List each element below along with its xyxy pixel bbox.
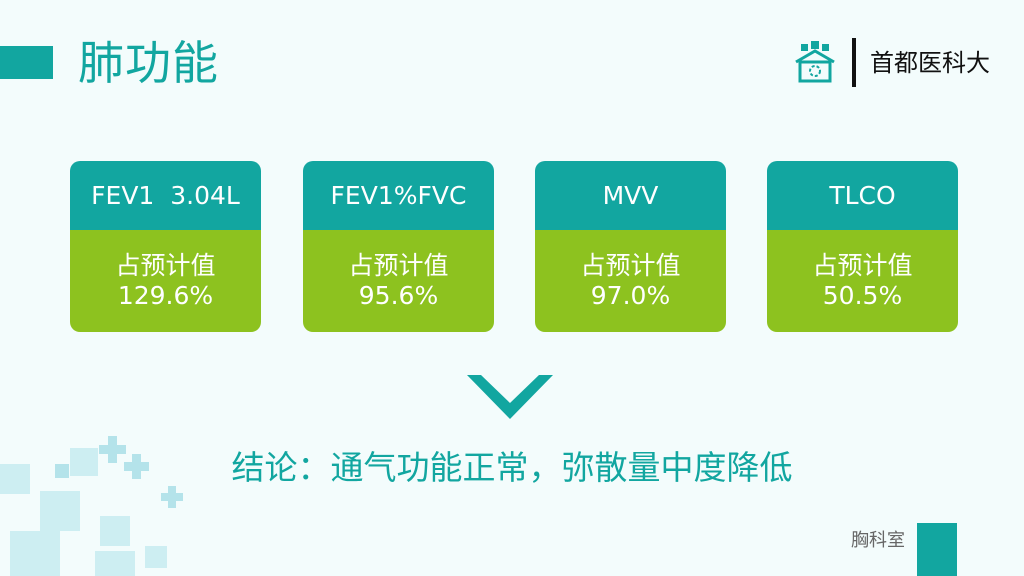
card-mvv: MVV 占预计值 97.0% [535,161,726,332]
footer-accent-bar [917,523,957,576]
card-fev1-fvc: FEV1%FVC 占预计值 95.6% [303,161,494,332]
card-label: 占预计值 [580,251,681,280]
card-label: 占预计值 [115,251,216,280]
card-header: TLCO [767,161,958,230]
card-header: FEV1 3.04L [70,161,261,230]
card-value: 97.0% [590,281,671,310]
slide-title: 肺功能 [78,36,219,90]
university-logo-icon [795,41,835,83]
logo-text: 首都医科大 [870,49,990,77]
conclusion-text: 结论：通气功能正常，弥散量中度降低 [231,448,793,487]
card-label: 占预计值 [348,251,449,280]
card-value: 95.6% [358,281,439,310]
card-tlco: TLCO 占预计值 50.5% [767,161,958,332]
card-body: 占预计值 129.6% [70,230,261,332]
title-accent-bar [0,46,53,79]
card-header: FEV1%FVC [303,161,494,230]
chevron-down-icon [467,375,553,419]
card-label: 占预计值 [812,251,913,280]
card-body: 占预计值 50.5% [767,230,958,332]
footer-department: 胸科室 [851,530,905,551]
medical-cross-pattern [0,436,183,576]
card-fev1: FEV1 3.04L 占预计值 129.6% [70,161,261,332]
card-value: 50.5% [822,281,903,310]
logo-divider [852,38,856,87]
card-body: 占预计值 95.6% [303,230,494,332]
card-body: 占预计值 97.0% [535,230,726,332]
card-header: MVV [535,161,726,230]
card-value: 129.6% [117,281,214,310]
